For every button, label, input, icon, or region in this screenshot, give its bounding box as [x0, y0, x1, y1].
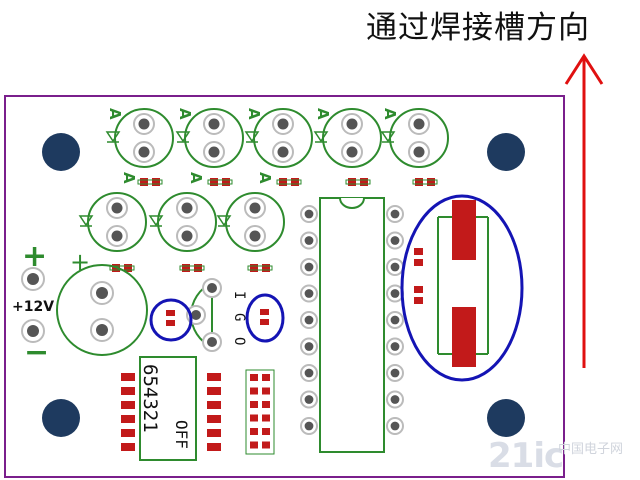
- direction-arrow: [564, 53, 604, 368]
- led-6: [78, 192, 147, 252]
- led-anode-label: A: [176, 108, 194, 120]
- led-row-top: A A A A A: [105, 108, 449, 186]
- capacitor-plus-symbol: +: [70, 248, 90, 276]
- direction-caption: 通过焊接槽方向: [366, 10, 590, 46]
- led-anode-label: A: [314, 108, 332, 120]
- dip-pads-right: [207, 373, 221, 451]
- pin-label-i: I: [231, 291, 247, 299]
- led-8: [216, 192, 285, 252]
- resistor-column: [245, 369, 275, 455]
- smd-pad-left-highlight: [149, 298, 193, 342]
- ic-pins-left: [300, 205, 318, 435]
- led-4: A: [313, 108, 382, 168]
- mounting-holes: [42, 133, 525, 437]
- led-anode-label: A: [245, 108, 263, 120]
- dip-pads-left: [121, 373, 135, 451]
- power-connector: + +12V −: [12, 239, 54, 370]
- led-2: A: [175, 108, 244, 168]
- power-minus-symbol: −: [24, 335, 49, 370]
- transistor: [186, 278, 222, 352]
- led-3: A: [244, 108, 313, 168]
- watermark-brand: 21ic: [488, 436, 564, 476]
- watermark-site: 中国电子网: [558, 442, 624, 457]
- ic-pins-right: [386, 205, 404, 435]
- pin-label-g: G: [231, 313, 247, 321]
- smd-pad-right-highlight: [245, 293, 285, 343]
- led-anode-label: A: [381, 108, 399, 120]
- power-voltage-label: +12V: [12, 299, 54, 315]
- ic-footprint: [300, 197, 404, 453]
- led-5: A: [380, 108, 449, 168]
- board-outline: [4, 95, 565, 478]
- regulator-pin-labels: I G O: [231, 291, 247, 345]
- led-anode-label: A: [120, 172, 138, 184]
- large-smd-component: [400, 194, 524, 382]
- led-anode-label: A: [256, 172, 274, 184]
- power-plus-symbol: +: [22, 239, 47, 274]
- electrolytic-capacitor: +: [56, 248, 148, 356]
- led-1: A: [105, 108, 174, 168]
- led-anode-label: A: [106, 108, 124, 120]
- led-anode-label: A: [187, 172, 205, 184]
- dip-switch: 654321 OFF: [121, 356, 221, 461]
- dip-switch-positions: 654321: [139, 364, 161, 433]
- pin-label-o: O: [231, 337, 247, 345]
- led-7: [148, 192, 217, 252]
- dip-switch-off: OFF: [172, 420, 191, 449]
